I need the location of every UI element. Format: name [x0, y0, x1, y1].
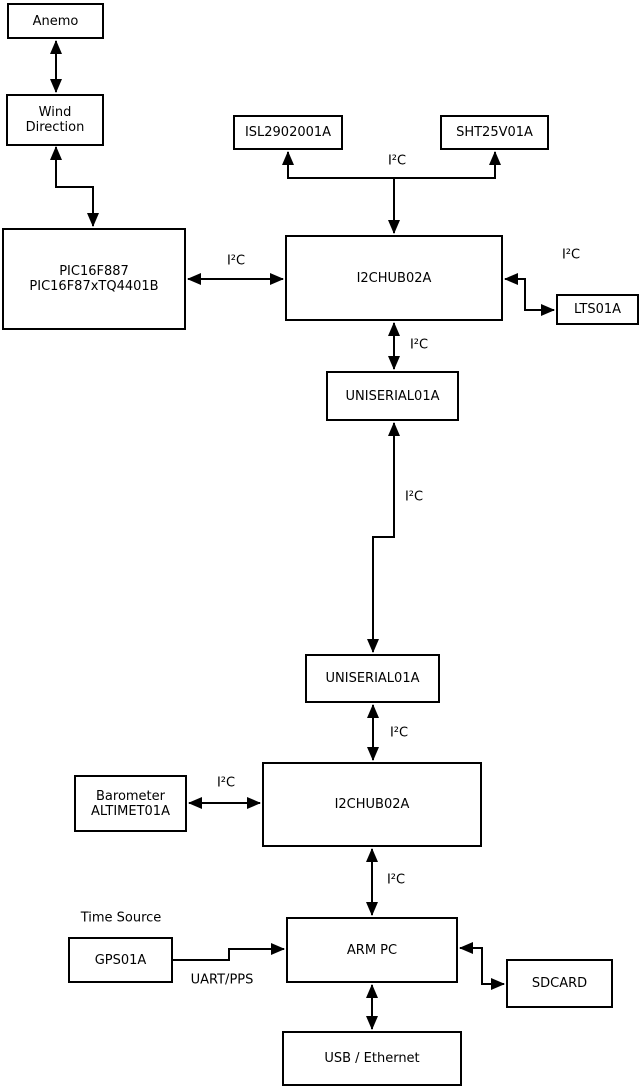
box-pic16f887-label-line1: PIC16F887 [59, 264, 129, 279]
box-arm-pc-label: ARM PC [346, 942, 398, 958]
connector-armpc-sdcard [459, 942, 505, 990]
label-i2c-uniserial-hub2: I²C [389, 725, 409, 741]
box-isl2902001a-label: ISL2902001A [244, 125, 332, 140]
box-gps01a-label: GPS01A [94, 952, 147, 968]
box-wind-direction-label-line2: Direction [25, 120, 85, 135]
connector-gps-armpc [173, 943, 285, 961]
box-wind-direction-label-line1: Wind [38, 105, 72, 120]
box-i2chub02a-top: I2CHUB02A [285, 235, 503, 321]
box-uniserial01a-bottom: UNISERIAL01A [305, 654, 440, 703]
box-sht25v01a: SHT25V01A [440, 115, 549, 150]
box-isl2902001a: ISL2902001A [233, 115, 343, 150]
box-anemo: Anemo [7, 3, 104, 39]
connector-isl-sht-branch [282, 151, 501, 179]
label-i2c-hub2-armpc: I²C [386, 872, 406, 888]
box-sht25v01a-label: SHT25V01A [456, 125, 533, 140]
label-i2c-hub-uniserial: I²C [409, 337, 429, 353]
label-i2c-uniserial-link: I²C [404, 489, 424, 505]
connector-wind-pic [50, 146, 99, 227]
box-uniserial01a-top: UNISERIAL01A [326, 371, 459, 421]
connector-i2chub-top-lts [504, 273, 555, 316]
label-i2c-barometer: I²C [216, 775, 236, 791]
box-i2chub02a-bottom: I2CHUB02A [262, 762, 482, 847]
box-lts01a-label: LTS01A [573, 302, 622, 317]
box-pic16f887: PIC16F887 PIC16F87xTQ4401B [2, 228, 186, 330]
box-sdcard-label: SDCARD [531, 976, 588, 991]
box-pic16f887-label-line2: PIC16F87xTQ4401B [29, 279, 159, 294]
connector-uniserial-top-uniserial-bottom [367, 422, 400, 653]
box-sdcard: SDCARD [506, 959, 613, 1008]
box-usb-ethernet-label: USB / Ethernet [324, 1051, 420, 1066]
box-barometer-altimet01a: Barometer ALTIMET01A [74, 775, 187, 832]
box-uniserial01a-top-label: UNISERIAL01A [345, 388, 440, 404]
box-lts01a: LTS01A [556, 294, 639, 325]
label-time-source: Time Source [80, 910, 162, 926]
label-i2c-sensors: I²C [387, 153, 407, 169]
label-uart-pps: UART/PPS [190, 972, 254, 988]
box-i2chub02a-bottom-label: I2CHUB02A [334, 797, 410, 812]
box-barometer-label-line2: ALTIMET01A [91, 803, 170, 819]
box-wind-direction: Wind Direction [6, 94, 104, 146]
box-barometer-label-line1: Barometer [96, 788, 165, 804]
label-i2c-lts: I²C [561, 247, 581, 263]
label-i2c-pic: I²C [226, 253, 246, 269]
box-anemo-label: Anemo [32, 13, 79, 29]
box-uniserial01a-bottom-label: UNISERIAL01A [325, 671, 420, 686]
box-usb-ethernet: USB / Ethernet [282, 1031, 462, 1086]
box-arm-pc: ARM PC [286, 917, 458, 983]
box-i2chub02a-top-label: I2CHUB02A [356, 270, 432, 286]
box-gps01a: GPS01A [68, 937, 173, 983]
